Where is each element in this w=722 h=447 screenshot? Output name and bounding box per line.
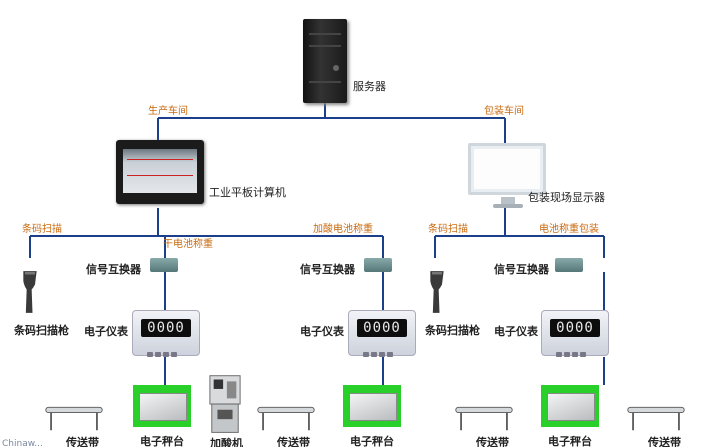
signal-converter-icon <box>150 258 178 272</box>
conveyor-label-2: 传送带 <box>277 436 310 447</box>
acid-filling-machine-icon <box>209 375 241 433</box>
conveyor-label-3: 传送带 <box>476 436 509 447</box>
platform-scale-icon <box>541 385 599 427</box>
converter-label-2: 信号互换器 <box>300 263 355 276</box>
digital-meter-icon: 0000 <box>348 310 416 357</box>
barcode-scanner-icon <box>430 271 444 313</box>
scale-label-1: 电子秤台 <box>140 435 184 447</box>
conveyor-belt-icon <box>257 406 315 431</box>
meter-label-3: 电子仪表 <box>494 325 538 338</box>
converter-label-1: 信号互换器 <box>86 263 141 276</box>
server-label: 服务器 <box>353 80 386 93</box>
left-acid-title: 加酸电池称重 <box>313 224 373 235</box>
scanner-label-right: 条码扫描枪 <box>425 324 480 337</box>
scale-label-2: 电子秤台 <box>350 435 394 447</box>
platform-scale-icon <box>133 385 191 427</box>
digital-meter-icon: 0000 <box>132 310 200 357</box>
scale-label-3: 电子秤台 <box>548 435 592 447</box>
monitor-icon <box>468 143 546 208</box>
watermark: Chinaw... <box>2 439 43 447</box>
tablet-label: 工业平板计算机 <box>209 186 286 199</box>
conveyor-belt-icon <box>455 406 513 431</box>
monitor-label: 包装现场显示器 <box>528 191 605 204</box>
meter-display: 0000 <box>357 319 407 337</box>
branch-packaging: 包装车间 <box>484 106 524 117</box>
converter-label-3: 信号互换器 <box>494 263 549 276</box>
left-barcode-title: 条码扫描 <box>22 224 62 235</box>
conveyor-belt-icon <box>627 406 685 431</box>
conveyor-label-4: 传送带 <box>648 436 681 447</box>
acid-machine-label: 加酸机 <box>210 437 243 447</box>
conveyor-label-1: 传送带 <box>66 436 99 447</box>
meter-display: 0000 <box>141 319 191 337</box>
right-barcode-title: 条码扫描 <box>428 224 468 235</box>
tablet-computer-icon <box>116 140 204 204</box>
right-pack-title: 电池称重包装 <box>539 224 599 235</box>
scanner-label-left: 条码扫描枪 <box>14 324 69 337</box>
digital-meter-icon: 0000 <box>541 310 609 357</box>
barcode-scanner-icon <box>23 271 37 313</box>
left-dry-title: 干电池称重 <box>163 239 213 250</box>
meter-label-1: 电子仪表 <box>84 325 128 338</box>
meter-label-2: 电子仪表 <box>300 325 344 338</box>
meter-display: 0000 <box>550 319 600 337</box>
branch-production: 生产车间 <box>148 106 188 117</box>
conveyor-belt-icon <box>45 406 103 431</box>
signal-converter-icon <box>364 258 392 272</box>
server-icon <box>303 19 347 103</box>
signal-converter-icon <box>555 258 583 272</box>
platform-scale-icon <box>343 385 401 427</box>
